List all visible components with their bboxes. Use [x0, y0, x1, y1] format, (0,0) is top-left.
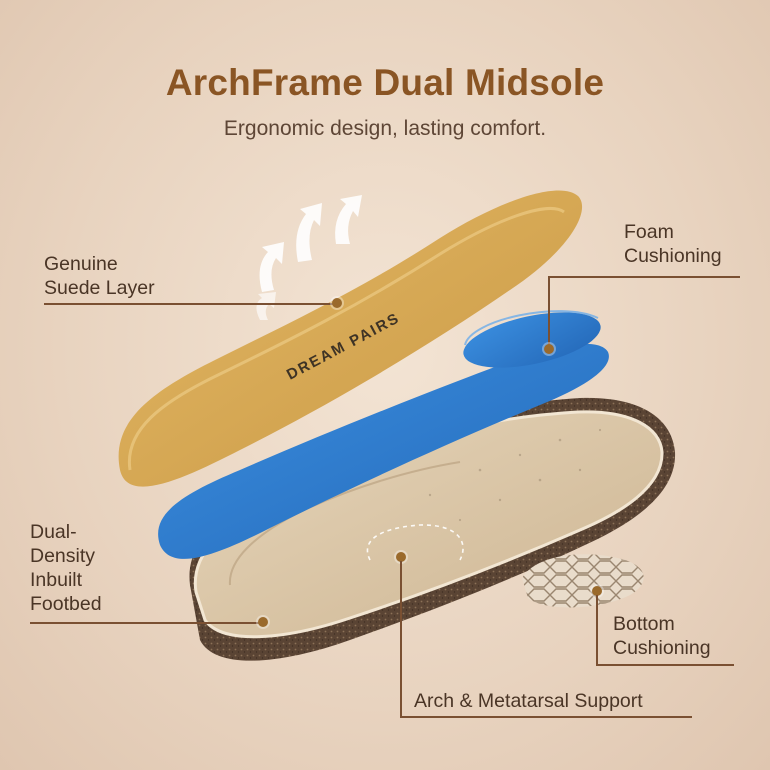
foam-layer — [158, 310, 609, 559]
suede-callout: Genuine Suede Layer — [44, 252, 155, 300]
bottom-leader-v — [596, 595, 598, 665]
callout-line: Bottom — [613, 613, 675, 635]
bottom-cushion-patch — [522, 554, 644, 608]
callout-dot-icon — [332, 298, 342, 308]
foam-leader-h — [548, 276, 740, 278]
airflow-arrow-icon — [256, 195, 362, 320]
callout-line: Footbed — [30, 593, 102, 615]
footbed-callout: Dual- Density Inbuilt Footbed — [30, 520, 102, 616]
page-title: ArchFrame Dual Midsole — [165, 62, 605, 103]
arch-callout: Arch & Metatarsal Support — [414, 690, 643, 712]
callout-line: Suede Layer — [44, 277, 155, 299]
foam-leader-v — [548, 276, 550, 348]
arch-leader-v — [400, 561, 402, 717]
suede-leader — [44, 303, 336, 305]
callout-line: Genuine — [44, 253, 118, 275]
callout-line: Density — [30, 545, 96, 567]
footbed-leader — [30, 622, 262, 624]
callout-line: Inbuilt — [30, 569, 83, 591]
callout-dot-icon — [258, 617, 268, 627]
callout-dot-icon — [592, 586, 602, 596]
bottom-callout: Bottom Cushioning — [613, 612, 711, 660]
callout-line: Cushioning — [613, 637, 711, 659]
bottom-leader-h — [596, 664, 734, 666]
page-subtitle: Ergonomic design, lasting comfort. — [223, 117, 547, 140]
callout-line: Foam — [624, 221, 674, 243]
foam-callout: Foam Cushioning — [624, 220, 722, 268]
callout-line: Dual- — [30, 521, 77, 543]
callout-dot-icon — [396, 552, 406, 562]
arch-leader-h — [400, 716, 692, 718]
callout-line: Cushioning — [624, 245, 722, 267]
callout-dot-icon — [544, 344, 554, 354]
